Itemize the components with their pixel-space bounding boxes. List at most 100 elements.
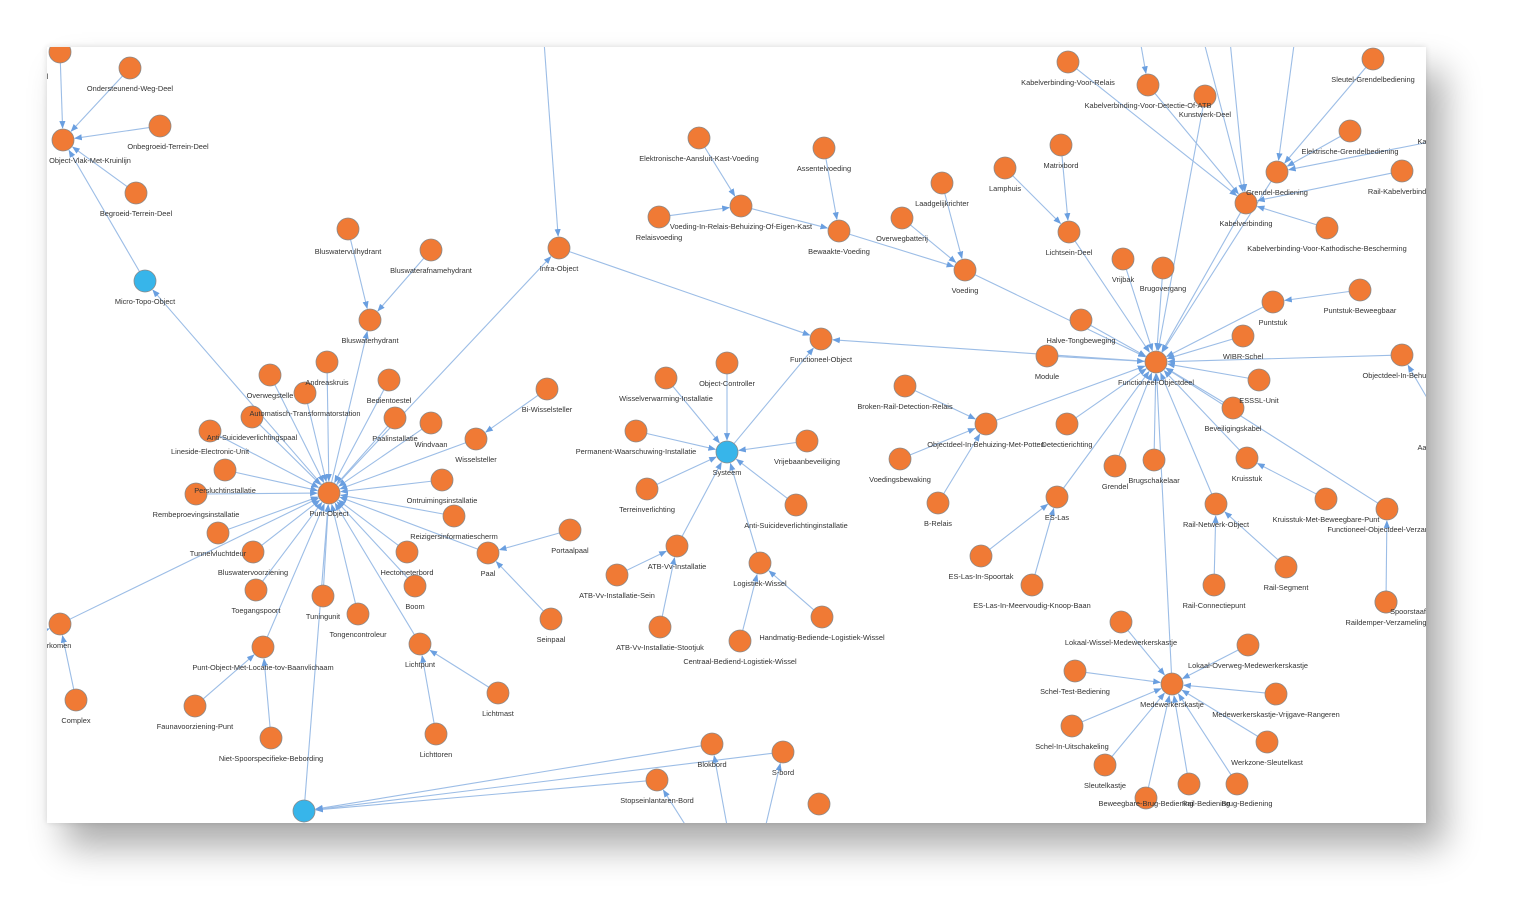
node-module[interactable] (1035, 344, 1059, 368)
node-puntstuk-beweegbaar[interactable] (1348, 278, 1372, 302)
node-onderst-weg[interactable] (118, 56, 142, 80)
node-vrijebaan[interactable] (795, 429, 819, 453)
node-perslucht[interactable] (213, 458, 237, 482)
node-beveiligingskabel[interactable] (1221, 396, 1245, 420)
node-lineside[interactable] (198, 419, 222, 443)
node-tongencontroleur[interactable] (346, 602, 370, 626)
node-medewerker-vrijgave[interactable] (1264, 682, 1288, 706)
node-anti-suicide[interactable] (240, 405, 264, 429)
node-lichttoren[interactable] (424, 722, 448, 746)
node-lokaal-overweg[interactable] (1236, 633, 1260, 657)
node-bluswatervoorziening[interactable] (241, 540, 265, 564)
node-punt-locatie[interactable] (251, 635, 275, 659)
node-vlak-kruinlijn[interactable] (51, 128, 75, 152)
node-tunnelvlucht[interactable] (206, 521, 230, 545)
node-ontruiming[interactable] (430, 468, 454, 492)
node-andreaskruis[interactable] (315, 350, 339, 374)
node-werkzone-sleutelkast[interactable] (1255, 730, 1279, 754)
node-schel-uitschakeling[interactable] (1060, 714, 1084, 738)
node-brug-bediening[interactable] (1225, 772, 1249, 796)
node-complex[interactable] (64, 688, 88, 712)
node-paal[interactable] (476, 541, 500, 565)
node-kunstwerk-bottom[interactable] (292, 799, 316, 823)
node-bewaakte-voeding[interactable] (827, 219, 851, 243)
node-lichtsein-deel[interactable] (1057, 220, 1081, 244)
node-grendel-bediening[interactable] (1265, 160, 1289, 184)
node-blokbord[interactable] (700, 732, 724, 756)
node-rail-segment[interactable] (1274, 555, 1298, 579)
node-rail-connectiepunt[interactable] (1202, 573, 1226, 597)
node-kruisstuk-beweegbaar[interactable] (1314, 487, 1338, 511)
node-medewerkerskastje[interactable] (1160, 672, 1184, 696)
node-seinpaal[interactable] (539, 607, 563, 631)
node-micro-topo[interactable] (133, 269, 157, 293)
node-laadgelijkrichter[interactable] (930, 171, 954, 195)
node-kabel-detectie[interactable] (1136, 73, 1160, 97)
node-portaalpaal[interactable] (558, 518, 582, 542)
node-brugschakelaar[interactable] (1142, 448, 1166, 472)
node-reizigersinfo[interactable] (442, 504, 466, 528)
node-objectdeel-behuizing-r[interactable] (1390, 343, 1414, 367)
node-functioneel-objectdeel-verz[interactable] (1375, 497, 1399, 521)
node-overwegstelle[interactable] (258, 363, 282, 387)
node-kabelverbinding[interactable] (1234, 191, 1258, 215)
node-boom[interactable] (403, 574, 427, 598)
node-niet-spoor[interactable] (259, 726, 283, 750)
node-begroeid[interactable] (124, 181, 148, 205)
node-logistiek-wissel[interactable] (748, 551, 772, 575)
node-hectometerbord[interactable] (395, 540, 419, 564)
node-toegangspoort[interactable] (244, 578, 268, 602)
node-anti-suicide-inst[interactable] (784, 493, 808, 517)
node-lokaal-wissel[interactable] (1109, 610, 1133, 634)
node-bord-right[interactable] (807, 792, 831, 816)
node-atb-vv-sein[interactable] (605, 563, 629, 587)
node-s-bord[interactable] (771, 740, 795, 764)
node-sleutel-grendel[interactable] (1361, 47, 1385, 71)
node-brugovergang[interactable] (1151, 256, 1175, 280)
node-b-relais[interactable] (926, 491, 950, 515)
node-kabelverbinding-relais[interactable] (1056, 50, 1080, 74)
node-automatisch-trafo[interactable] (293, 381, 317, 405)
node-stopseinlantaren[interactable] (645, 768, 669, 792)
node-paalinstallatie[interactable] (383, 406, 407, 430)
node-handmatig-wissel[interactable] (810, 605, 834, 629)
node-rail-bediening[interactable] (1177, 772, 1201, 796)
node-tuningunit[interactable] (311, 584, 335, 608)
node-wegdeel-tl[interactable] (48, 47, 72, 64)
node-matrixbord[interactable] (1049, 133, 1073, 157)
node-atb-vv-stootjuk[interactable] (648, 615, 672, 639)
node-beweegbare-brug[interactable] (1134, 786, 1158, 810)
node-onbegroeid[interactable] (148, 114, 172, 138)
node-terreinverlichting[interactable] (635, 477, 659, 501)
node-voeding[interactable] (953, 258, 977, 282)
node-lichtmast[interactable] (486, 681, 510, 705)
node-detectierichting[interactable] (1055, 412, 1079, 436)
node-schel-test[interactable] (1063, 659, 1087, 683)
node-wisselsteller[interactable] (464, 427, 488, 451)
node-kabel-kathodisch[interactable] (1315, 216, 1339, 240)
node-functioneel-objectdeel[interactable] (1144, 350, 1168, 374)
node-kunstwerk-deel[interactable] (1193, 84, 1217, 108)
node-voedingsbewaking[interactable] (888, 447, 912, 471)
node-kruisstuk[interactable] (1235, 446, 1259, 470)
node-essl-unit[interactable] (1247, 368, 1271, 392)
node-es-las-meervoudig[interactable] (1020, 573, 1044, 597)
node-elektrische-grendel[interactable] (1338, 119, 1362, 143)
node-centraal-wissel[interactable] (728, 629, 752, 653)
node-object-controller[interactable] (715, 351, 739, 375)
node-wibr-schel[interactable] (1231, 324, 1255, 348)
node-objectdeel-behuizing[interactable] (974, 412, 998, 436)
node-bluswatervul[interactable] (336, 217, 360, 241)
node-bluswaterafname[interactable] (419, 238, 443, 262)
node-rail-netwerk-object[interactable] (1204, 492, 1228, 516)
node-rembeproeving[interactable] (184, 482, 208, 506)
node-grendel[interactable] (1103, 454, 1127, 478)
node-relaisvoeding[interactable] (647, 205, 671, 229)
node-bi-wisselsteller[interactable] (535, 377, 559, 401)
node-atb-vv[interactable] (665, 534, 689, 558)
node-bluswaterhydrant[interactable] (358, 308, 382, 332)
node-overwegbatterij[interactable] (890, 206, 914, 230)
node-voeding-relais[interactable] (729, 194, 753, 218)
node-onderkomen[interactable] (48, 612, 72, 636)
